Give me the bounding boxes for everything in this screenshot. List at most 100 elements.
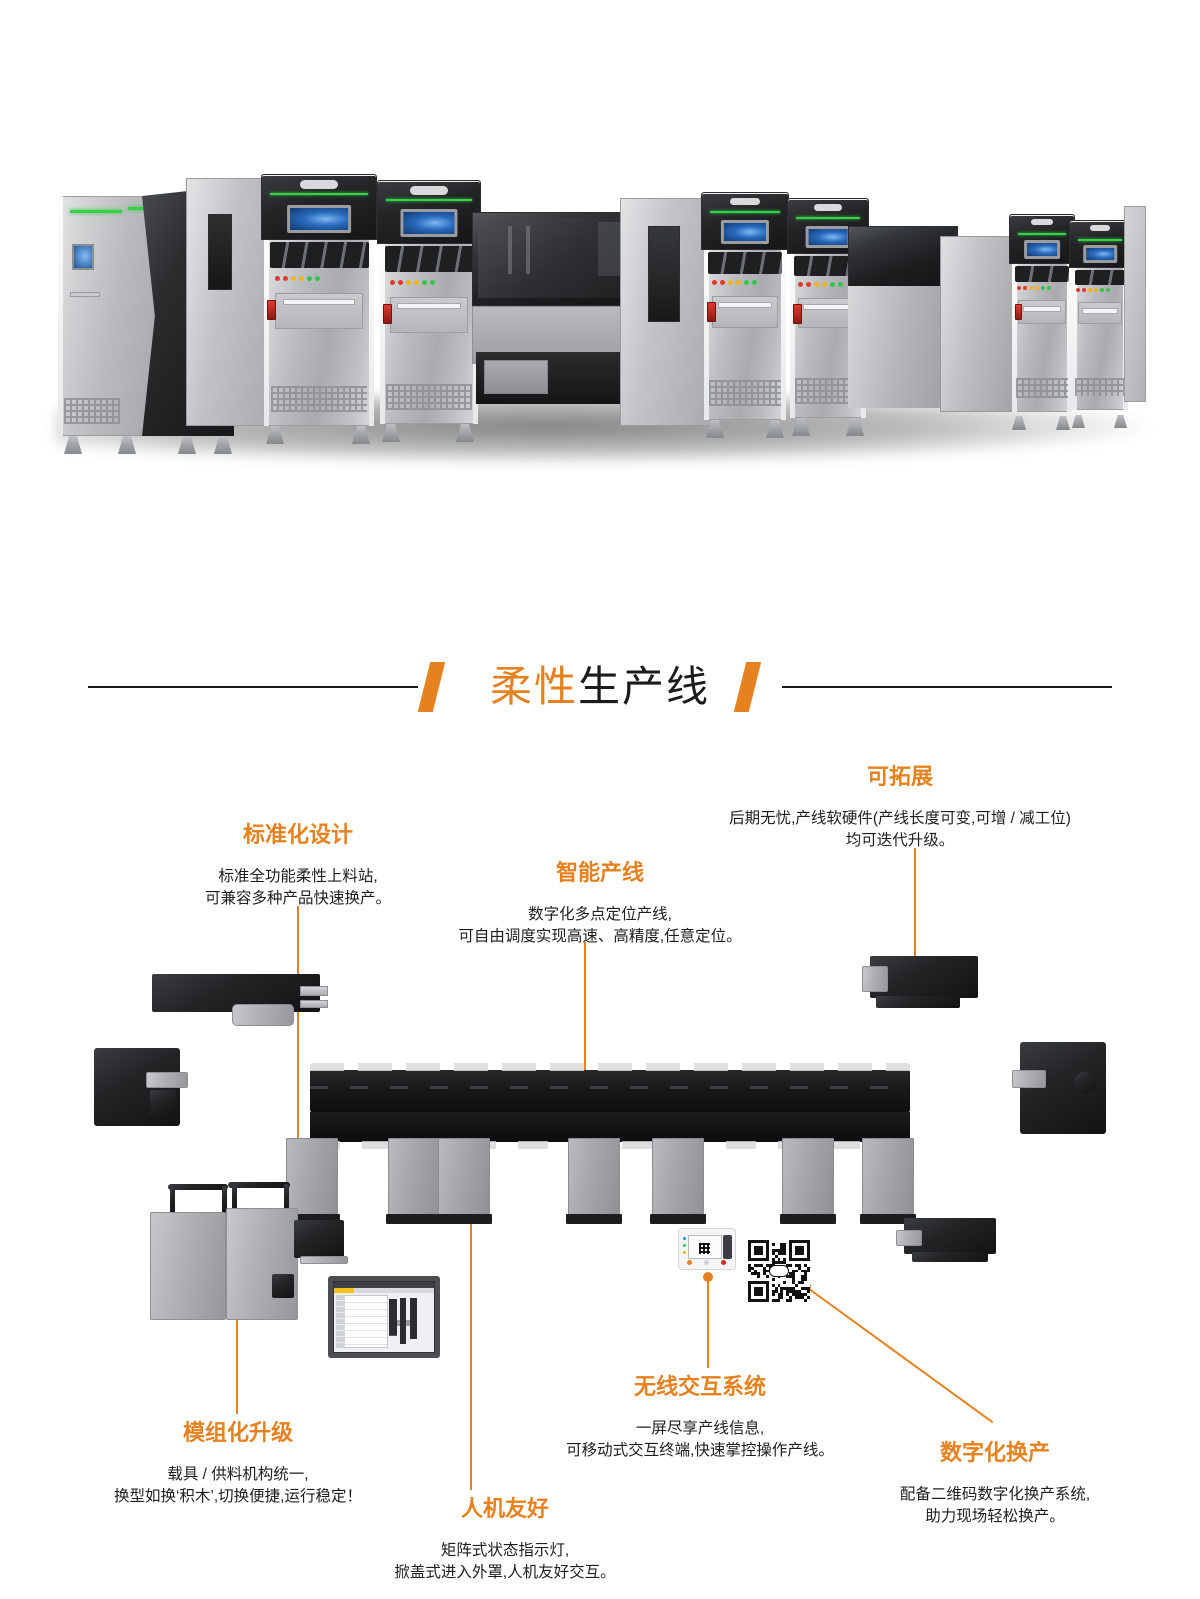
front-drawer-panel xyxy=(1077,302,1123,324)
machine-feet xyxy=(1072,408,1128,428)
top-louvers xyxy=(708,252,782,274)
qr-module xyxy=(756,1251,760,1255)
qr-module xyxy=(756,1293,760,1297)
operator-touchscreen xyxy=(1083,245,1117,263)
callout-title: 标准化设计 xyxy=(242,822,353,847)
qr-module xyxy=(792,1257,796,1261)
callout-title: 可拓展 xyxy=(866,764,933,789)
tablet-scanner-module xyxy=(723,1235,732,1259)
qr-module xyxy=(789,1245,793,1249)
machine-feet xyxy=(58,434,234,454)
side-module-left-arm xyxy=(146,1072,188,1088)
qr-module xyxy=(748,1263,751,1267)
cabinet-edge-highlight xyxy=(369,238,374,426)
qr-module xyxy=(771,1248,775,1252)
section-title-band: 柔性生产线 xyxy=(0,640,1200,732)
qr-module xyxy=(759,1248,763,1252)
qr-module xyxy=(774,1299,778,1302)
callout-title: 智能产线 xyxy=(555,860,644,885)
qr-module xyxy=(771,1293,775,1297)
qr-module xyxy=(777,1251,781,1255)
qr-module xyxy=(762,1269,766,1273)
production-line-diagram xyxy=(0,930,1200,1358)
qr-module xyxy=(777,1299,781,1302)
callout-title: 数字化换产 xyxy=(939,1440,1050,1465)
tablet-buttons[interactable] xyxy=(687,1260,726,1265)
qr-module xyxy=(753,1257,757,1261)
tablet-screen[interactable] xyxy=(688,1235,722,1259)
qr-module xyxy=(777,1260,781,1264)
hmi-tab-strip[interactable] xyxy=(334,1288,434,1293)
machine-hood xyxy=(1009,214,1075,264)
hmi-screen[interactable] xyxy=(333,1281,435,1353)
qr-module xyxy=(804,1278,808,1282)
qr-module xyxy=(765,1293,769,1297)
qr-module xyxy=(807,1257,810,1261)
ventilation-grille xyxy=(0,44,78,66)
machine-cabinet-2 xyxy=(261,174,377,444)
qr-module xyxy=(792,1240,796,1243)
qr-module xyxy=(780,1296,784,1300)
qr-module xyxy=(798,1251,802,1255)
qr-module xyxy=(807,1245,810,1249)
qr-module xyxy=(756,1275,760,1279)
qr-module xyxy=(780,1287,784,1291)
status-indicator-leds xyxy=(1016,286,1051,290)
qr-module xyxy=(783,1287,787,1291)
qr-module xyxy=(795,1284,799,1288)
feeder-handle-left xyxy=(168,1184,228,1190)
qr-module xyxy=(777,1293,781,1297)
center-enclosure-glass-divider xyxy=(508,226,512,274)
cabinet-edge-highlight xyxy=(1072,266,1077,410)
qr-module xyxy=(765,1248,769,1252)
connector-modular-upgrade xyxy=(236,1258,238,1414)
qr-module xyxy=(753,1269,757,1273)
qr-module xyxy=(762,1299,766,1302)
qr-module xyxy=(748,1254,751,1258)
emergency-stop-button xyxy=(267,300,276,320)
cabinet-edge-highlight xyxy=(1012,262,1017,412)
machine-feet xyxy=(1012,410,1072,430)
qr-module xyxy=(771,1284,775,1288)
qr-module xyxy=(792,1272,796,1276)
changeover-qr-code[interactable] xyxy=(748,1240,810,1302)
work-station xyxy=(650,1138,706,1224)
work-station xyxy=(860,1138,916,1224)
qr-module xyxy=(801,1287,805,1291)
qr-module xyxy=(783,1242,787,1246)
qr-module xyxy=(771,1251,775,1255)
qr-module xyxy=(789,1254,793,1258)
hmi-control-monitor[interactable] xyxy=(328,1276,440,1358)
operator-touchscreen xyxy=(400,209,458,237)
qr-module xyxy=(801,1245,805,1249)
qr-module xyxy=(750,1257,754,1261)
qr-module xyxy=(783,1245,787,1249)
qr-center-logo xyxy=(769,1265,789,1277)
emergency-stop-button xyxy=(707,302,716,322)
status-indicator-leds xyxy=(389,280,435,285)
status-indicator-leds xyxy=(275,276,320,281)
qr-module xyxy=(792,1287,796,1291)
qr-module xyxy=(807,1251,810,1255)
machine-feet xyxy=(704,418,786,438)
qr-module xyxy=(756,1240,760,1243)
qr-module xyxy=(750,1299,754,1302)
center-lower-tray xyxy=(484,360,548,394)
qr-module xyxy=(777,1248,781,1252)
qr-module xyxy=(756,1248,760,1252)
status-indicator-leds xyxy=(1076,288,1111,292)
callout-expandable: 可拓展 后期无忧,产线软硬件(产线长度可变,可增 / 减工位) 均可迭代升级。 xyxy=(660,762,1140,867)
hmi-row-index-column xyxy=(336,1295,345,1348)
cabinet-edge-highlight xyxy=(380,242,385,424)
expansion-module-base xyxy=(876,996,960,1008)
ventilation-grille xyxy=(385,384,473,410)
mobile-hmi-terminal[interactable] xyxy=(678,1228,736,1270)
qr-module xyxy=(762,1257,766,1261)
callout-digital-changeover: 数字化换产 配备二维码数字化换产系统, 助力现场轻松换产。 xyxy=(830,1438,1160,1543)
qr-module xyxy=(780,1290,784,1294)
qr-module xyxy=(780,1251,784,1255)
machine-hood xyxy=(261,174,377,240)
connector-human-friendly xyxy=(470,1162,472,1490)
ventilation-grille xyxy=(1075,378,1125,396)
qr-module xyxy=(789,1242,793,1246)
